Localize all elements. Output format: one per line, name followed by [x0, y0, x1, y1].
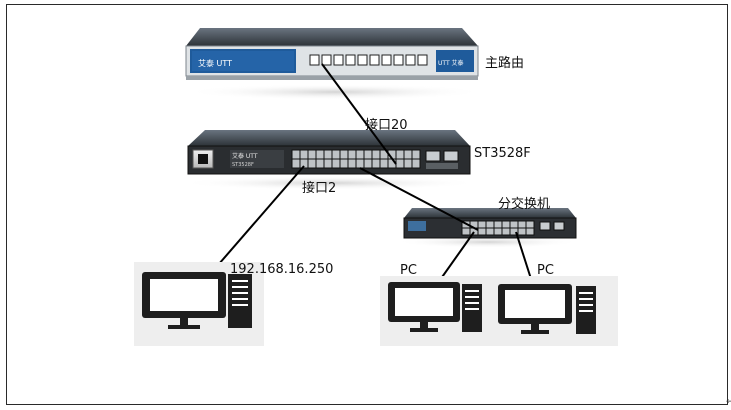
core-switch-model-plate: ST3528F: [232, 162, 254, 168]
cable-branch-to-pc-left: [439, 231, 475, 281]
core-switch-brand: 艾泰 UTT: [232, 152, 258, 160]
port-2-label: 接口2: [302, 181, 337, 196]
admin-pc-ip-label: 192.168.16.250: [230, 262, 334, 277]
cables: [211, 63, 533, 283]
core-switch-port-grid: [291, 149, 421, 169]
pc-right: [490, 276, 618, 346]
admin-pc: [134, 262, 264, 346]
main-router-label: 主路由: [485, 56, 525, 71]
cable-core-port2-to-admin-pc: [211, 165, 305, 273]
branch-switch-label: 分交换机: [498, 197, 551, 212]
cable-branch-to-pc-right: [515, 231, 533, 283]
main-router: [185, 28, 485, 100]
cable-router-to-core-port20: [321, 63, 397, 165]
paragraph-mark: ↵: [726, 397, 731, 407]
port-20-label: 接口20: [365, 118, 408, 133]
branch-switch: [396, 208, 580, 248]
cable-core-to-branch-switch: [359, 167, 479, 231]
router-brand-left: 艾泰 UTT: [198, 58, 232, 68]
core-switch-label: ST3528F: [474, 146, 531, 161]
pc-right-label: PC: [537, 263, 554, 278]
router-port-row: [309, 54, 428, 66]
pc-left: [380, 276, 490, 346]
pc-left-label: PC: [400, 263, 417, 278]
core-switch: [180, 130, 480, 190]
router-brand-right: UTT 艾泰: [438, 59, 464, 67]
